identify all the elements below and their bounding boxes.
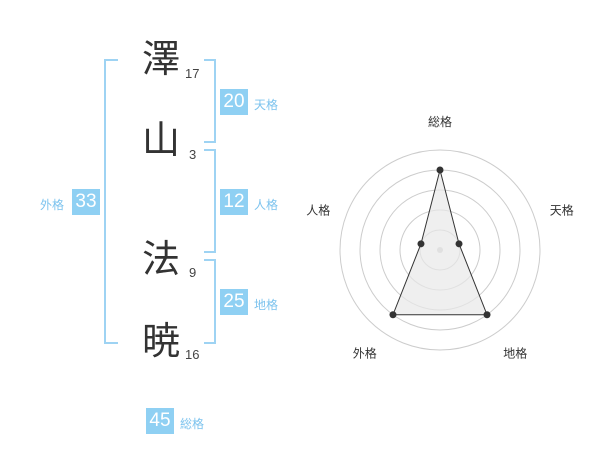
stroke-count-3: 9 xyxy=(189,265,197,280)
chikaku-bracket xyxy=(204,259,216,344)
jinkaku-bracket xyxy=(204,149,216,253)
tenkaku-bracket xyxy=(204,59,216,143)
soukaku-value: 45 xyxy=(146,408,174,434)
jinkaku-label: 人格 xyxy=(254,198,279,212)
radar-polygon xyxy=(392,169,488,316)
radar-grid-ring xyxy=(339,149,541,351)
radar-point-4 xyxy=(389,311,397,319)
gaikaku-bracket xyxy=(104,59,118,344)
name-char-3: 法 xyxy=(142,237,181,281)
stroke-count-1: 17 xyxy=(185,66,200,81)
radar-axis-label-2: 天格 xyxy=(550,202,574,217)
radar-axis-label-3: 地格 xyxy=(503,346,527,361)
radar-point-2 xyxy=(455,240,463,248)
soukaku-label: 総格 xyxy=(180,417,205,431)
radar-point-5 xyxy=(417,240,425,248)
name-char-4: 暁 xyxy=(142,319,181,363)
radar-axis-label-5: 人格 xyxy=(306,202,330,217)
tenkaku-value: 20 xyxy=(220,89,248,115)
radar-axis-label-4: 外格 xyxy=(353,346,377,361)
radar-point-1 xyxy=(436,166,444,174)
tenkaku-label: 天格 xyxy=(254,98,279,112)
name-char-2: 山 xyxy=(142,118,181,162)
stroke-count-2: 3 xyxy=(189,147,197,162)
chikaku-label: 地格 xyxy=(254,298,279,312)
name-char-1: 澤 xyxy=(142,37,181,81)
radar-axis-label-1: 総格 xyxy=(428,114,452,129)
stroke-count-4: 16 xyxy=(185,347,200,362)
chikaku-value: 25 xyxy=(220,289,248,315)
gaikaku-label: 外格 xyxy=(40,198,65,212)
radar-point-3 xyxy=(483,311,491,319)
gaikaku-value: 33 xyxy=(72,189,100,215)
jinkaku-value: 12 xyxy=(220,189,248,215)
